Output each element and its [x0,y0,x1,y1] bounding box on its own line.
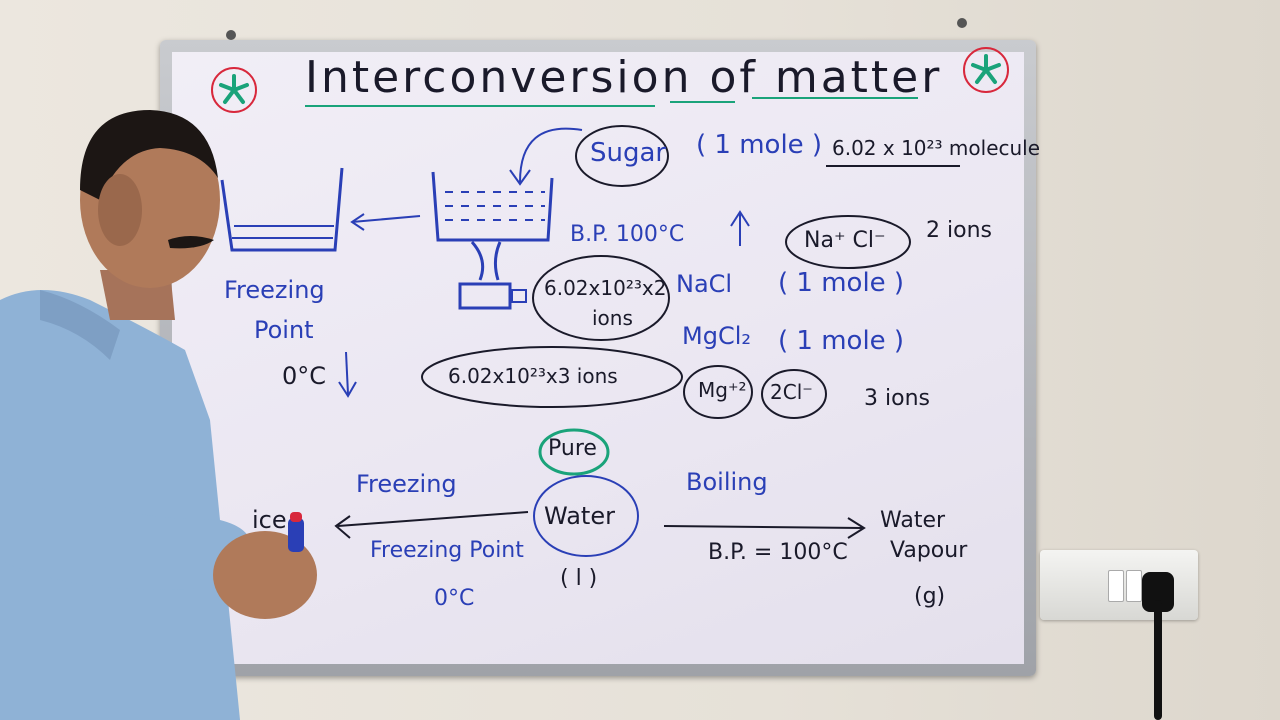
socket-switch [1126,570,1142,602]
nacl-ions: Na⁺ Cl⁻ [804,228,886,253]
sugar-label: Sugar [590,138,667,168]
freezing-point-text: Freezing Point [370,538,524,563]
two-ions-label: 2 ions [926,218,992,243]
water-vapour-label-1: Water [880,508,946,533]
one-mole-nacl: ( 1 mole ) [778,268,905,298]
freezing-point-temp: 0°C [434,586,475,611]
teacher-figure [0,110,317,720]
mgcl2-formula: MgCl₂ [682,322,751,350]
ice-label: ice [252,506,287,534]
boiling-point-label: B.P. 100°C [570,222,685,247]
board-title: Interconversion of matter [305,52,943,103]
nacl-formula: NaCl [676,270,733,298]
mg-ion: Mg⁺² [698,378,747,402]
mount-bolt [226,30,236,40]
nacl-ion-count: 6.02x10²³x2 [544,276,667,300]
three-ions-label: 3 ions [864,386,930,411]
molecule-logo-icon [211,67,257,113]
liquid-state-label: ( l ) [560,566,598,591]
boiling-label: Boiling [686,468,768,496]
freezing-point-label-1: Freezing [224,276,325,304]
freezing-label: Freezing [356,470,457,498]
power-cable [1154,600,1162,720]
mount-bolt [957,18,967,28]
water-vapour-label-2: Vapour [890,538,968,563]
cl-ions: 2Cl⁻ [770,380,813,404]
water-label: Water [544,502,615,530]
gas-state-label: (g) [914,584,946,609]
freezing-point-value: 0°C [282,362,327,390]
nacl-ion-count-unit: ions [592,306,633,330]
freezing-point-label-2: Point [254,316,314,344]
pure-label: Pure [548,436,597,461]
socket-switch [1108,570,1124,602]
mgcl2-ion-count: 6.02x10²³x3 ions [448,364,618,388]
one-mole-sugar: ( 1 mole ) [696,130,823,160]
avogadro-molecules: 6.02 x 10²³ molecule [832,136,1041,160]
boiling-point-equation: B.P. = 100°C [708,540,848,565]
one-mole-mgcl2: ( 1 mole ) [778,326,905,356]
molecule-logo-icon [963,47,1009,93]
